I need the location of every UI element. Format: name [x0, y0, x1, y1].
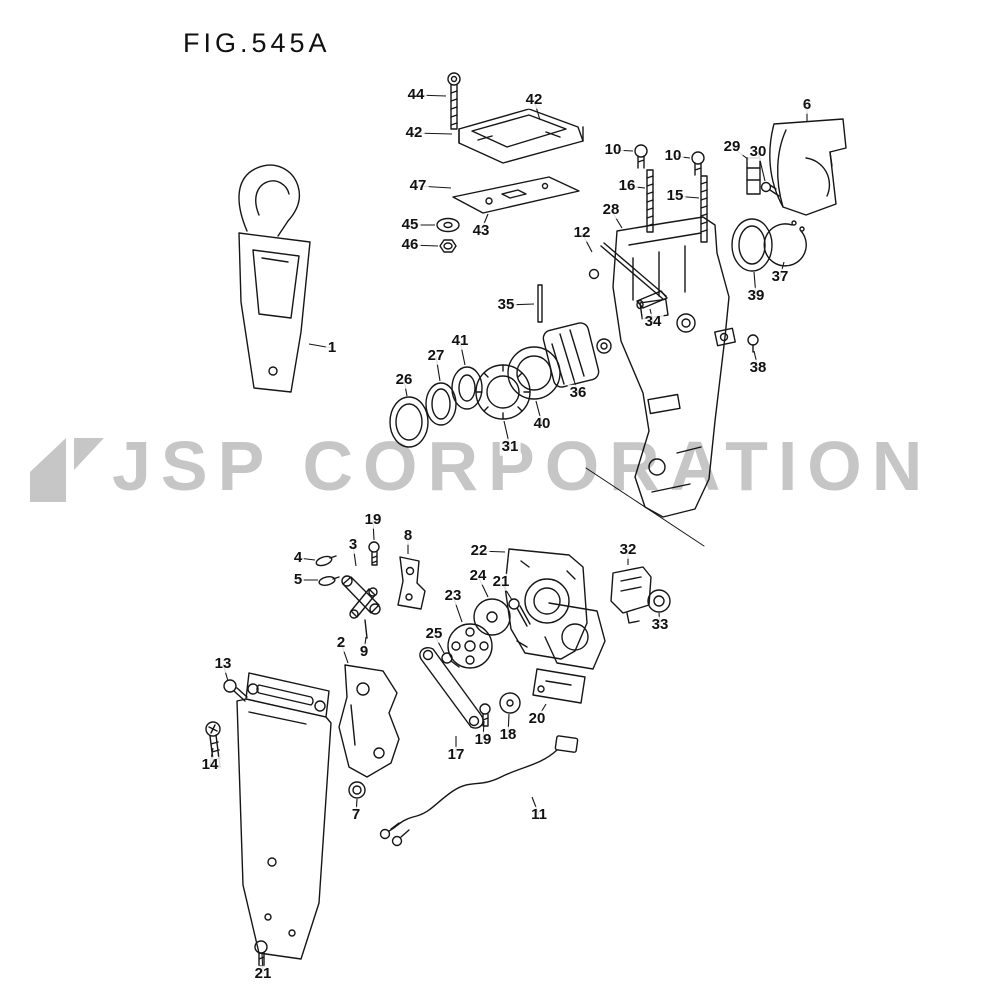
- part-label-16: 16: [616, 176, 638, 195]
- part-36-cylinder-drawing: [542, 322, 612, 388]
- part-label-35: 35: [495, 295, 517, 314]
- part-3-shaft-drawing: [341, 575, 381, 639]
- part-15-stud-drawing: [700, 175, 708, 243]
- part-label-37: 37: [769, 267, 791, 286]
- part-label-5: 5: [291, 570, 305, 589]
- part-8-bracket-drawing: [397, 556, 426, 610]
- figure-title: FIG.545A: [183, 28, 331, 58]
- part-label-14: 14: [199, 755, 221, 774]
- part-label-3: 3: [346, 535, 360, 554]
- part-label-31: 31: [499, 437, 521, 456]
- part-35-pin-drawing: [537, 284, 543, 323]
- part-label-10: 10: [662, 146, 684, 165]
- part-label-27: 27: [425, 346, 447, 365]
- part-label-18: 18: [497, 725, 519, 744]
- part-label-1: 1: [325, 338, 339, 357]
- part-label-45: 45: [399, 215, 421, 234]
- part-label-21: 21: [252, 964, 274, 983]
- part-label-20: 20: [526, 709, 548, 728]
- part-26-ring-drawing: [389, 396, 429, 448]
- part-label-8: 8: [401, 526, 415, 545]
- part-16-stud-drawing: [646, 169, 654, 233]
- part-label-19: 19: [472, 730, 494, 749]
- part-17-link-drawing: [419, 647, 484, 729]
- part-label-39: 39: [745, 286, 767, 305]
- part-label-12: 12: [571, 223, 593, 242]
- part-25-screw-drawing: [441, 652, 460, 668]
- part-label-24: 24: [467, 566, 489, 585]
- part-label-23: 23: [442, 586, 464, 605]
- part-label-34: 34: [642, 312, 664, 331]
- part-19-screw-lower-drawing: [479, 703, 491, 727]
- part-label-2: 2: [334, 633, 348, 652]
- part-2-bracket-drawing: [338, 664, 400, 778]
- part-label-47: 47: [407, 176, 429, 195]
- part-1-control-lever-drawing: [238, 164, 311, 393]
- part-label-13: 13: [212, 654, 234, 673]
- part-33-ring-drawing: [647, 589, 671, 613]
- part-label-28: 28: [600, 200, 622, 219]
- part-label-40: 40: [531, 414, 553, 433]
- part-label-17: 17: [445, 745, 467, 764]
- part-46-nut-drawing: [439, 239, 457, 253]
- part-28-bracket-drawing: [612, 216, 736, 518]
- part-label-42: 42: [403, 123, 425, 142]
- part-label-38: 38: [747, 358, 769, 377]
- part-label-42: 42: [523, 90, 545, 109]
- part-label-7: 7: [349, 805, 363, 824]
- part-12-rod-drawing: [588, 242, 667, 300]
- part-label-43: 43: [470, 221, 492, 240]
- part-31-ring-gear-drawing: [475, 364, 531, 420]
- part-5-clip-drawing: [318, 576, 340, 586]
- part-label-15: 15: [664, 186, 686, 205]
- part-label-33: 33: [649, 615, 671, 634]
- part-6-bracket-drawing: [769, 118, 847, 216]
- part-label-25: 25: [423, 624, 445, 643]
- part-label-19: 19: [362, 510, 384, 529]
- part-label-46: 46: [399, 235, 421, 254]
- part-23-disc-drawing: [447, 623, 493, 669]
- part-13-screw-drawing: [223, 679, 248, 702]
- part-label-41: 41: [449, 331, 471, 350]
- part-label-22: 22: [468, 541, 490, 560]
- part-37-snap-ring-drawing: [763, 220, 807, 267]
- part-39-seal-drawing: [731, 218, 773, 272]
- assembly-guide-line: [585, 467, 705, 547]
- part-19-screw-upper-drawing: [368, 541, 380, 566]
- part-44-screw-drawing: [447, 72, 461, 130]
- part-45-washer-drawing: [436, 217, 460, 233]
- part-base-plate-drawing: [236, 672, 332, 960]
- part-47-plate-drawing: [452, 176, 580, 214]
- part-label-30: 30: [747, 142, 769, 161]
- part-27-ring-drawing: [425, 382, 457, 426]
- part-label-11: 11: [529, 805, 549, 824]
- part-label-32: 32: [617, 540, 639, 559]
- part-10-bolt-drawings: [634, 144, 705, 176]
- part-label-36: 36: [567, 383, 589, 402]
- part-11-cable-drawing: [379, 735, 579, 847]
- part-label-44: 44: [405, 85, 427, 104]
- part-41-ring-drawing: [451, 366, 483, 410]
- part-38-cap-drawing: [747, 334, 759, 353]
- part-40-ring-drawing: [507, 346, 561, 400]
- part-18-washer-drawing: [499, 692, 521, 714]
- part-20-bracket-drawing: [532, 668, 586, 704]
- part-label-10: 10: [602, 140, 624, 159]
- part-34-pin-drawing: [636, 290, 668, 310]
- part-24-disc-drawing: [473, 598, 511, 636]
- part-42-plate-drawing: [458, 108, 584, 164]
- part-label-4: 4: [291, 548, 305, 567]
- part-21-screw-center-drawing: [508, 598, 531, 627]
- part-label-6: 6: [800, 95, 814, 114]
- part-label-26: 26: [393, 370, 415, 389]
- part-label-21: 21: [490, 572, 512, 591]
- part-4-clip-drawing: [315, 555, 337, 567]
- part-label-29: 29: [721, 137, 743, 156]
- part-7-ring-drawing: [348, 781, 366, 799]
- part-label-9: 9: [357, 642, 371, 661]
